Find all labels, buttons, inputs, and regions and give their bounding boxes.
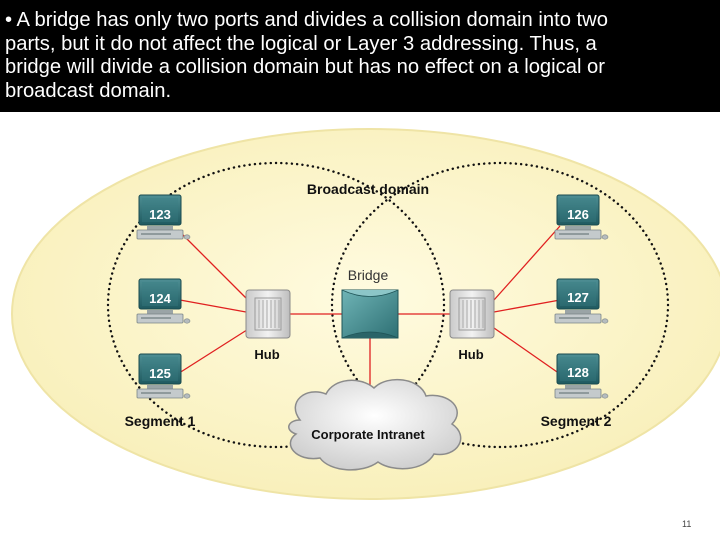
slide-header: • A bridge has only two ports and divide… [0,0,720,112]
computer-label-125: 125 [149,366,171,381]
computer-label-124: 124 [149,291,171,306]
network-diagram: 123 124 125 126 127 128 Broadcast domain… [11,128,720,500]
broadcast-domain-label: Broadcast domain [307,181,429,197]
collision-domain-right [330,161,670,449]
collision-domain-left [106,161,446,449]
computer-label-127: 127 [567,290,589,305]
computer-label-126: 126 [567,207,589,222]
hub-left [245,289,291,339]
page-number: 11 [682,519,692,529]
segment-2-label: Segment 2 [541,413,612,429]
text-line-4: broadcast domain. [5,79,172,102]
cloud-label: Corporate Intranet [311,427,425,442]
text-line-2: parts, but it do not affect the logical … [5,32,597,55]
segment-1-label: Segment 1 [125,413,196,429]
bridge-label: Bridge [348,267,389,283]
left-links [175,229,342,376]
hub-right [449,289,495,339]
hub-right-label: Hub [458,347,483,362]
text-line-1: • A bridge has only two ports and divide… [5,9,608,31]
text-line-3: bridge will divide a collision domain bu… [5,56,605,78]
corporate-intranet-cloud [288,378,462,471]
bridge-device [341,289,399,339]
computer-label-123: 123 [149,207,171,222]
slide-body-text: • A bridge has only two ports and divide… [5,9,717,103]
computer-label-128: 128 [567,365,589,380]
hub-left-label: Hub [254,347,279,362]
right-links [398,225,561,375]
